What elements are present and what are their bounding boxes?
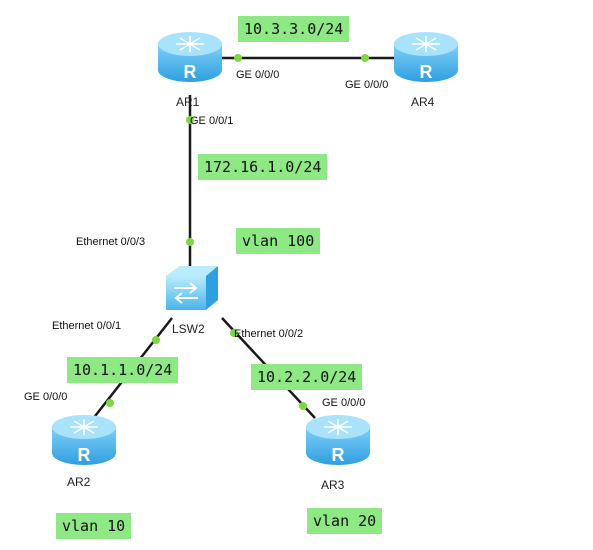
router-glyph: R [332,445,345,465]
port-dot-ar1-ge000[interactable] [234,54,242,62]
router-icon-ar1[interactable]: R [158,32,222,82]
port-dot-lsw2-eth001[interactable] [152,336,160,344]
network-tag-10-2-2-0: 10.2.2.0/24 [251,364,363,390]
port-label-ar3-ge000: GE 0/0/0 [322,397,366,409]
port-label-lsw2-eth003: Ethernet 0/0/3 [76,236,146,248]
vlan-tag-20: vlan 20 [307,508,383,534]
network-tag-172-16-1-0: 172.16.1.0/24 [198,154,328,180]
device-label-ar4: AR4 [411,95,435,109]
router-glyph: R [420,62,433,82]
port-label-ar1-ge000: GE 0/0/0 [236,69,280,81]
network-tag-10-1-1-0: 10.1.1.0/24 [67,357,179,383]
vlan-tag-10: vlan 10 [56,513,132,539]
port-dot-ar1-ge001[interactable] [186,116,194,124]
router-glyph: R [78,445,91,465]
network-tag-10-3-3-0: 10.3.3.0/24 [238,16,350,42]
port-label-lsw2-eth001: Ethernet 0/0/1 [52,320,122,332]
port-dot-lsw2-eth002[interactable] [230,329,238,337]
router-glyph: R [184,62,197,82]
port-dot-lsw2-eth003[interactable] [186,238,194,246]
device-label-ar1: AR1 [176,95,200,109]
port-label-ar2-ge000: GE 0/0/0 [24,391,68,403]
device-label-ar2: AR2 [67,475,91,489]
vlan-tag-100: vlan 100 [236,228,321,254]
router-icon-ar4[interactable]: R [394,32,458,82]
router-icon-ar2[interactable]: R [52,415,116,465]
port-dot-ar3-ge000[interactable] [299,402,307,410]
port-label-ar1-ge001: GE 0/0/1 [190,115,234,127]
port-label-ar4-ge000: GE 0/0/0 [345,79,389,91]
router-icon-ar3[interactable]: R [306,415,370,465]
switch-icon-lsw2[interactable] [166,266,218,310]
port-dot-ar2-ge000[interactable] [106,399,114,407]
device-label-lsw2: LSW2 [172,322,205,336]
port-dot-ar4-ge000[interactable] [361,54,369,62]
device-label-ar3: AR3 [321,478,345,492]
port-label-lsw2-eth002: Ethernet 0/0/2 [234,328,304,340]
